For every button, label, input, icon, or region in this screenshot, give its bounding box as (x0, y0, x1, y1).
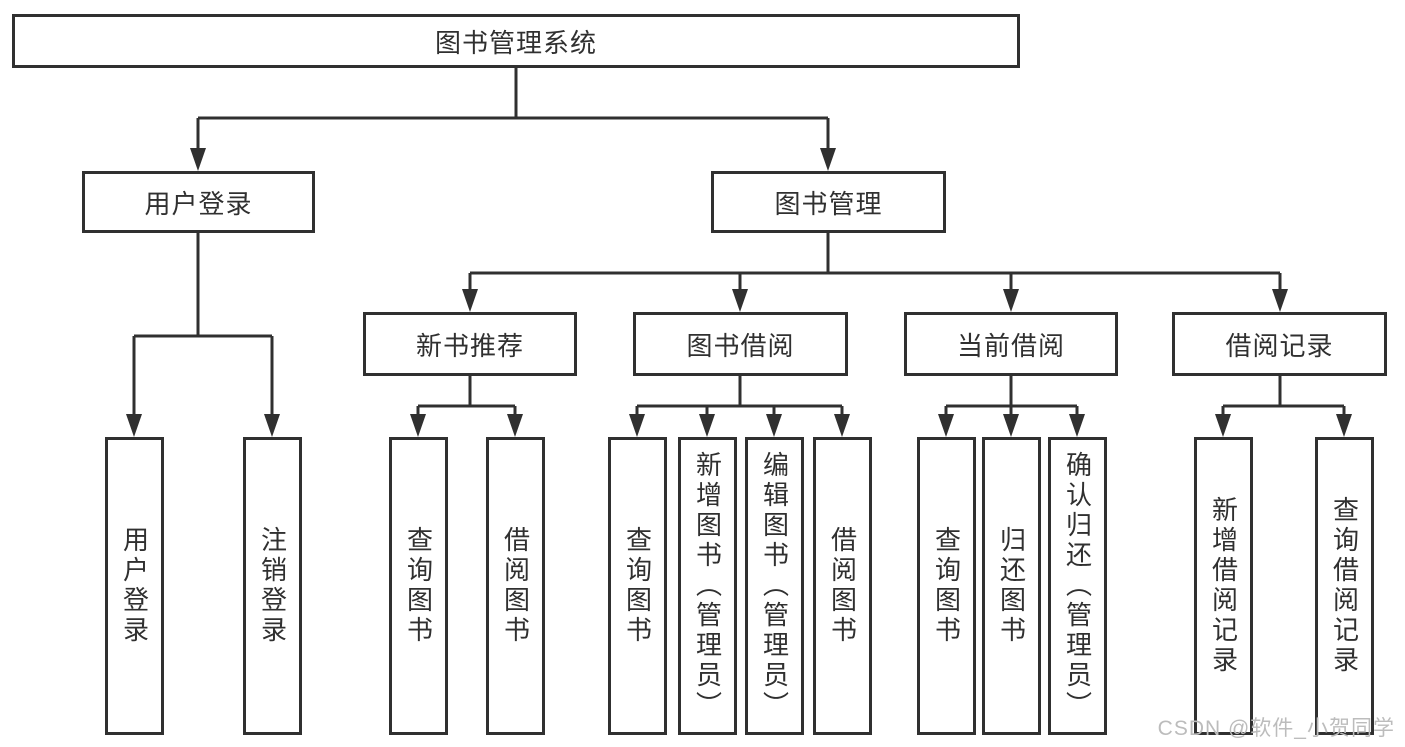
leaf-return-books: 归还图书 (982, 437, 1041, 735)
node-label: 新书推荐 (415, 330, 524, 361)
node-label: 查询图书 (931, 526, 962, 646)
node-label: 当前借阅 (956, 330, 1065, 361)
connector-lines (132, 68, 1346, 418)
csdn-watermark: CSDN @软件_小贺同学 (1157, 717, 1395, 740)
connector-arrowheads (126, 148, 1352, 437)
node-label: 图书管理系统 (434, 27, 597, 58)
node-book-borrowing: 图书借阅 (633, 312, 848, 376)
leaf-query-books-recommend: 查询图书 (389, 437, 448, 735)
node-book-management: 图书管理 (711, 171, 946, 233)
node-label: 查询图书 (622, 526, 653, 646)
node-label: 用户登录 (119, 526, 150, 646)
leaf-borrow-books-recommend: 借阅图书 (486, 437, 545, 735)
leaf-add-book-admin: 新增图书（管理员） (678, 437, 737, 735)
leaf-query-borrow-record: 查询借阅记录 (1315, 437, 1374, 735)
node-label: 注销登录 (257, 526, 288, 646)
node-label: 图书借阅 (686, 330, 795, 361)
node-new-book-recommendation: 新书推荐 (363, 312, 577, 376)
node-borrowing-records: 借阅记录 (1172, 312, 1387, 376)
node-label: 借阅图书 (827, 526, 858, 646)
leaf-add-borrow-record: 新增借阅记录 (1194, 437, 1253, 735)
node-label: 编辑图书（管理员） (759, 451, 790, 721)
node-system-root: 图书管理系统 (12, 14, 1020, 68)
node-user-login: 用户登录 (82, 171, 315, 233)
node-label: 用户登录 (144, 188, 253, 219)
node-label: 新增图书（管理员） (692, 451, 723, 721)
leaf-borrow-books: 借阅图书 (813, 437, 872, 735)
leaf-query-books-borrow: 查询图书 (608, 437, 667, 735)
leaf-user-login: 用户登录 (105, 437, 164, 735)
leaf-logout-login: 注销登录 (243, 437, 302, 735)
node-label: 新增借阅记录 (1208, 496, 1239, 676)
node-label: 图书管理 (774, 188, 883, 219)
node-label: 借阅图书 (500, 526, 531, 646)
node-label: 借阅记录 (1225, 330, 1334, 361)
node-label: 查询图书 (403, 526, 434, 646)
leaf-confirm-return-admin: 确认归还（管理员） (1048, 437, 1107, 735)
node-label: 确认归还（管理员） (1062, 451, 1093, 721)
node-label: 查询借阅记录 (1329, 496, 1360, 676)
node-current-borrowing: 当前借阅 (904, 312, 1118, 376)
leaf-edit-book-admin: 编辑图书（管理员） (745, 437, 804, 735)
leaf-query-books-current: 查询图书 (917, 437, 976, 735)
node-label: 归还图书 (996, 526, 1027, 646)
